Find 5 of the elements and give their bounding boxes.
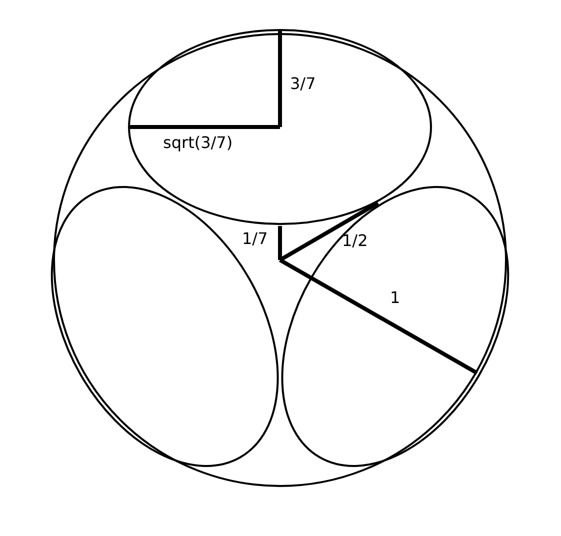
dimension-label: 1	[390, 290, 400, 306]
dimension-label: 1/7	[242, 231, 268, 247]
dimension-label: sqrt(3/7)	[163, 135, 233, 151]
dimension-label: 3/7	[290, 76, 316, 92]
dimension-label: 1/2	[342, 233, 368, 249]
